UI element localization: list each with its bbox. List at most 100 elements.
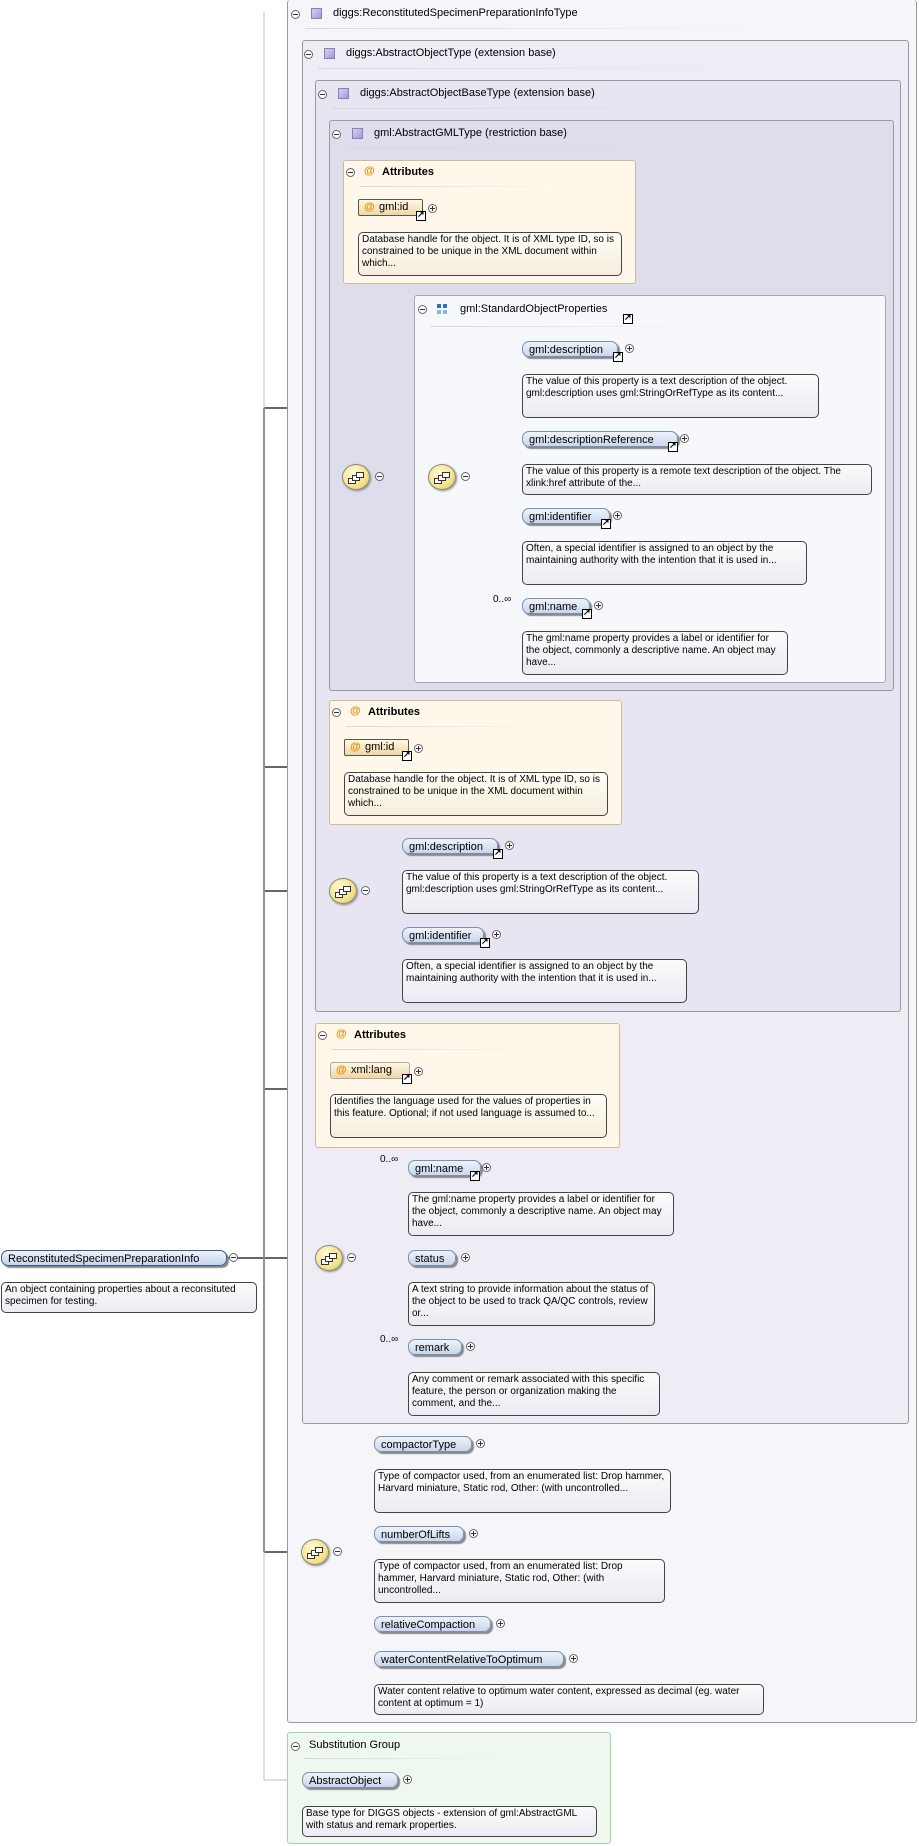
- element-compactorType[interactable]: compactorType: [374, 1436, 472, 1452]
- element-status[interactable]: status: [408, 1250, 456, 1266]
- element-gml-name[interactable]: gml:name: [408, 1160, 481, 1176]
- occurrence-label: 0..∞: [380, 1334, 399, 1345]
- expand-button[interactable]: [613, 511, 622, 520]
- expand-button[interactable]: [569, 1654, 578, 1663]
- annotation: Type of compactor used, from an enumerat…: [374, 1559, 665, 1603]
- root-annotation: An object containing properties about a …: [1, 1282, 257, 1313]
- expand-button[interactable]: [469, 1529, 478, 1538]
- collapse-button[interactable]: [332, 708, 341, 717]
- element-gml-name[interactable]: gml:name: [522, 598, 590, 614]
- element-remark[interactable]: remark: [408, 1339, 462, 1355]
- collapse-button[interactable]: [333, 1547, 342, 1556]
- annotation: Database handle for the object. It is of…: [358, 232, 622, 276]
- expand-button[interactable]: [492, 930, 501, 939]
- type-title: diggs:ReconstitutedSpecimenPreparationIn…: [333, 7, 578, 19]
- attribute-icon: @: [350, 705, 361, 717]
- annotation: The value of this property is a text des…: [402, 870, 699, 914]
- annotation: The gml:name property provides a label o…: [408, 1192, 674, 1236]
- collapse-button[interactable]: [318, 1031, 327, 1040]
- link-icon[interactable]: [402, 749, 412, 761]
- sequence-compositor-icon[interactable]: [329, 878, 357, 904]
- header-separator: [346, 726, 546, 727]
- sequence-compositor-icon[interactable]: [301, 1539, 329, 1565]
- annotation: Identifies the language used for the val…: [330, 1094, 607, 1138]
- complex-type-icon: [352, 128, 363, 139]
- collapse-button[interactable]: [291, 1742, 300, 1751]
- expand-button[interactable]: [414, 1067, 423, 1076]
- annotation: The value of this property is a remote t…: [522, 464, 872, 495]
- attribute-icon: @: [336, 1028, 347, 1040]
- element-gml-descriptionReference[interactable]: gml:descriptionReference: [522, 431, 678, 447]
- annotation: The gml:name property provides a label o…: [522, 631, 788, 675]
- header-separator: [304, 1758, 504, 1759]
- attribute-gml-id[interactable]: @gml:id: [344, 739, 409, 756]
- collapse-button[interactable]: [304, 50, 313, 59]
- link-icon[interactable]: [668, 440, 678, 452]
- element-gml-identifier[interactable]: gml:identifier: [522, 508, 610, 524]
- substitution-group-title: Substitution Group: [309, 1739, 401, 1751]
- annotation: Any comment or remark associated with th…: [408, 1372, 660, 1416]
- element-gml-identifier[interactable]: gml:identifier: [402, 927, 484, 943]
- expand-button[interactable]: [461, 1253, 470, 1262]
- attributes-label: Attributes: [382, 166, 434, 178]
- occurrence-label: 0..∞: [493, 594, 512, 605]
- root-element[interactable]: ReconstitutedSpecimenPreparationInfo: [1, 1250, 227, 1266]
- collapse-button[interactable]: [361, 886, 370, 895]
- attribute-xml-lang[interactable]: @xml:lang: [330, 1062, 410, 1079]
- annotation: Often, a special identifier is assigned …: [402, 959, 687, 1003]
- expand-button[interactable]: [505, 841, 514, 850]
- attribute-icon: @: [364, 165, 375, 177]
- expand-button[interactable]: [594, 601, 603, 610]
- expand-button[interactable]: [476, 1439, 485, 1448]
- collapse-button[interactable]: [418, 305, 427, 314]
- element-relativeCompaction[interactable]: relativeCompaction: [374, 1616, 491, 1632]
- link-icon[interactable]: [470, 1169, 480, 1181]
- expand-button[interactable]: [496, 1619, 505, 1628]
- element-numberOfLifts[interactable]: numberOfLifts: [374, 1526, 464, 1542]
- annotation: A text string to provide information abo…: [408, 1282, 655, 1326]
- complex-type-icon: [311, 8, 322, 19]
- collapse-button[interactable]: [332, 130, 341, 139]
- type-title: diggs:AbstractObjectBaseType (extension …: [360, 87, 595, 99]
- header-separator: [332, 1049, 532, 1050]
- sequence-compositor-icon[interactable]: [315, 1245, 343, 1271]
- element-waterContentRelativeToOptimum[interactable]: waterContentRelativeToOptimum: [374, 1651, 564, 1667]
- expand-button[interactable]: [428, 204, 437, 213]
- link-icon[interactable]: [402, 1072, 412, 1084]
- element-AbstractObject[interactable]: AbstractObject: [302, 1772, 398, 1788]
- collapse-button[interactable]: [229, 1253, 238, 1262]
- collapse-button[interactable]: [346, 168, 355, 177]
- annotation: The value of this property is a text des…: [522, 374, 819, 418]
- sequence-compositor-icon[interactable]: [342, 464, 370, 490]
- complex-type-icon: [324, 48, 335, 59]
- element-gml-description[interactable]: gml:description: [522, 341, 618, 357]
- header-separator: [332, 108, 752, 109]
- link-icon[interactable]: [416, 209, 426, 221]
- type-title: gml:AbstractGMLType (restriction base): [374, 127, 567, 139]
- link-icon[interactable]: [582, 607, 592, 619]
- link-icon[interactable]: [480, 936, 490, 948]
- link-icon[interactable]: [493, 847, 503, 859]
- collapse-button[interactable]: [375, 472, 384, 481]
- expand-button[interactable]: [466, 1342, 475, 1351]
- annotation: Water content relative to optimum water …: [374, 1684, 764, 1715]
- collapse-button[interactable]: [461, 472, 470, 481]
- model-group-icon: [437, 304, 447, 314]
- expand-button[interactable]: [414, 744, 423, 753]
- expand-button[interactable]: [625, 344, 634, 353]
- link-icon[interactable]: [623, 312, 633, 324]
- expand-button[interactable]: [482, 1163, 491, 1172]
- annotation: Type of compactor used, from an enumerat…: [374, 1469, 671, 1513]
- attributes-label: Attributes: [368, 706, 420, 718]
- link-icon[interactable]: [601, 517, 611, 529]
- collapse-button[interactable]: [318, 90, 327, 99]
- sequence-compositor-icon[interactable]: [428, 464, 456, 490]
- collapse-button[interactable]: [347, 1253, 356, 1262]
- attribute-gml-id[interactable]: @gml:id: [358, 199, 423, 216]
- occurrence-label: 0..∞: [380, 1154, 399, 1165]
- element-gml-description[interactable]: gml:description: [402, 838, 498, 854]
- link-icon[interactable]: [613, 350, 623, 362]
- expand-button[interactable]: [680, 434, 689, 443]
- collapse-button[interactable]: [291, 10, 300, 19]
- expand-button[interactable]: [403, 1775, 412, 1784]
